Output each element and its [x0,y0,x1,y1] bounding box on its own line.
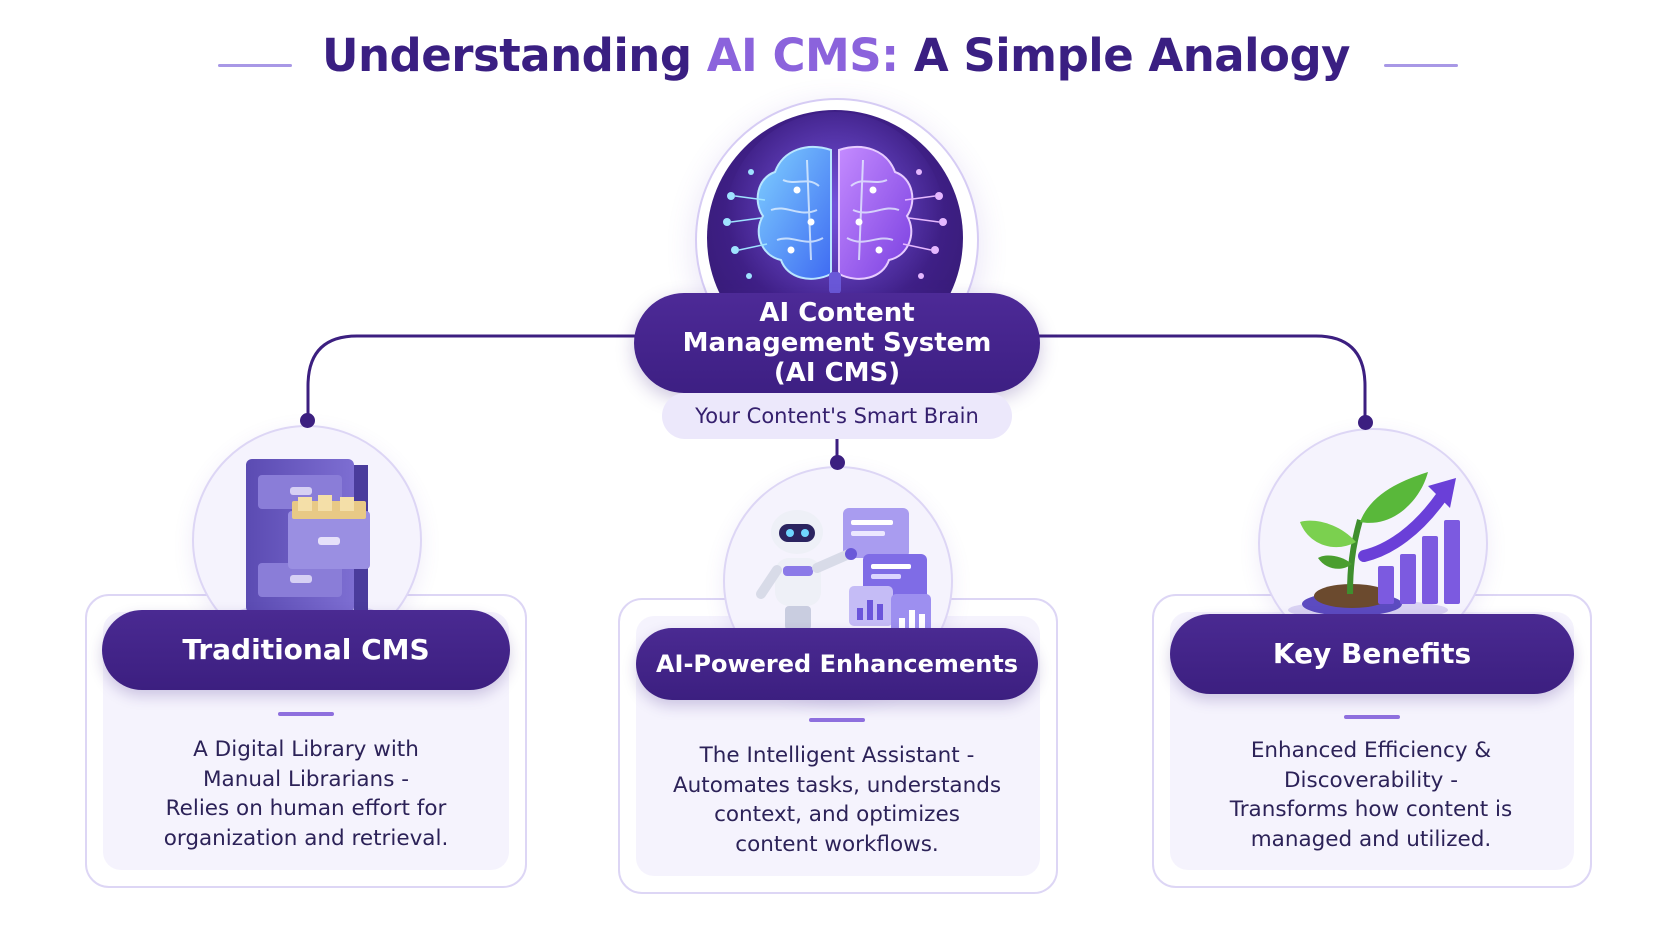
card-key-benefits-line-1: Enhanced Efficiency & [1250,738,1492,763]
title-rule-left [218,64,292,67]
connector-dot-left [300,413,315,428]
card-ai-enhancements-title: AI-Powered Enhancements [636,628,1038,700]
card-traditional-cms-title: Traditional CMS [102,610,510,690]
connector-dot-center [830,455,845,470]
card-traditional-cms-rule [278,712,334,716]
card-traditional-cms-description: A Digital Library with Manual Librarians… [110,735,502,853]
card-ai-enhancements-rule [809,718,865,722]
center-title-line-1: AI Content [759,298,915,328]
card-traditional-cms-line-4: organization and retrieval. [163,825,449,851]
card-ai-enhancements-line-1: The Intelligent Assistant - [699,743,975,768]
connector-dot-right [1358,415,1373,430]
title-rule-right [1384,64,1458,67]
card-key-benefits-description: Enhanced Efficiency & Discoverability - … [1174,736,1568,854]
card-key-benefits-line-2: Discoverability - [1284,767,1458,793]
title-bar: Understanding AI CMS: A Simple Analogy [0,22,1672,92]
card-ai-enhancements-description: The Intelligent Assistant - Automates ta… [640,741,1034,859]
card-ai-enhancements-line-3: context, and optimizes [714,802,960,827]
connector-left [306,334,636,420]
card-key-benefits-line-3: Transforms how content is [1229,797,1513,822]
center-node-title: AI Content Management System (AI CMS) [634,293,1040,393]
card-ai-enhancements-line-4: content workflows. [735,831,939,857]
center-title-line-3: (AI CMS) [773,358,901,388]
title-accent: AI CMS: [706,29,899,82]
connector-right [1038,334,1367,422]
title-part-2: A Simple Analogy [898,29,1351,82]
card-traditional-cms-line-1: A Digital Library with [193,737,419,762]
card-key-benefits-rule [1344,715,1400,719]
card-key-benefits-line-4: managed and utilized. [1250,826,1492,852]
center-node-subtitle: Your Content's Smart Brain [662,393,1012,439]
card-traditional-cms-line-3: Relies on human effort for [165,796,447,821]
card-traditional-cms-line-2: Manual Librarians - [203,766,409,792]
center-title-line-2: Management System [682,328,992,358]
card-ai-enhancements-line-2: Automates tasks, understands [672,772,1002,798]
page-title: Understanding AI CMS: A Simple Analogy [320,26,1352,86]
title-part-1: Understanding [321,29,707,82]
card-key-benefits-title: Key Benefits [1170,614,1574,694]
